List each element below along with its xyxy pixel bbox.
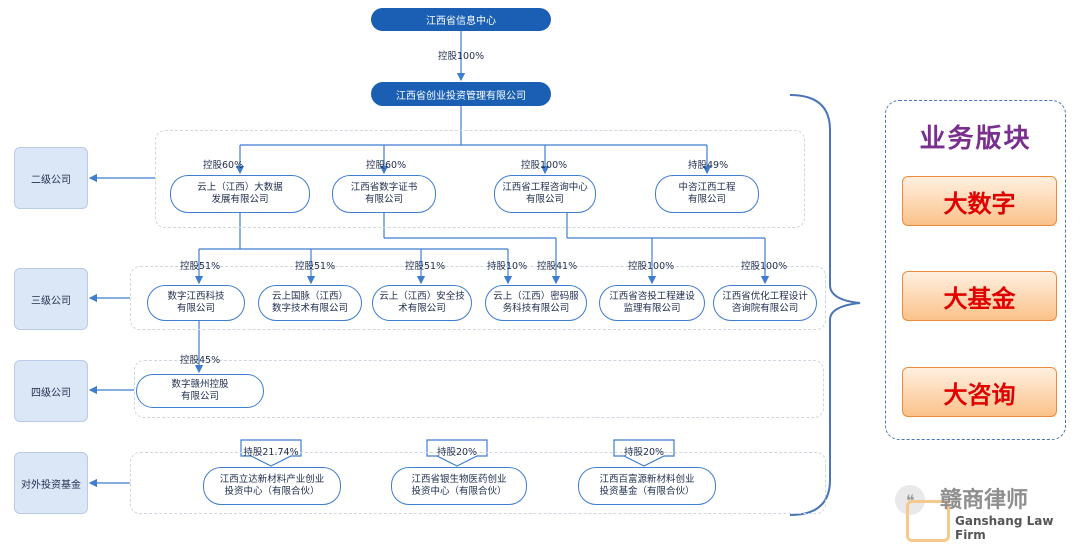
node-line1: 云上（江西）安全技 [379, 291, 465, 302]
node-line2: 术有限公司 [398, 303, 446, 314]
l3-stake-6: 控股100% [741, 261, 788, 272]
fund-group [130, 452, 826, 514]
level-l4-badge: 四级公司 [14, 360, 88, 422]
node-line1: 云上国脉（江西） [271, 291, 348, 302]
l3-node-2[interactable]: 云上国脉（江西）数字技术有限公司 [258, 285, 362, 321]
l3-node-6[interactable]: 江西省优化工程设计咨询院有限公司 [713, 285, 817, 321]
node-line2: 务科技有限公司 [502, 303, 570, 314]
l3-stake-4b: 持股10% [487, 261, 528, 272]
level-l3-badge: 三级公司 [14, 268, 88, 330]
fund-node-3[interactable]: 江西百富源新材料创业投资基金（有限合伙） [578, 467, 716, 505]
fund-stake-1: 持股21.74% [243, 447, 299, 458]
node-line2: 有限公司 [525, 194, 564, 205]
level-l3-label: 三级公司 [31, 295, 71, 307]
fund-stake-3: 持股20% [623, 447, 665, 458]
segment-2[interactable]: 大基金 [902, 271, 1057, 321]
l3-node-1[interactable]: 数字江西科技有限公司 [147, 285, 245, 321]
l2-node-1[interactable]: 云上（江西）大数据发展有限公司 [170, 175, 310, 213]
logo-icon [906, 500, 950, 542]
node-line1: 江西省银生物医药创业 [411, 474, 507, 485]
l3-stake-1: 控股51% [180, 261, 221, 272]
node-line1: 江西百富源新材料创业 [599, 474, 695, 485]
segment-1[interactable]: 大数字 [902, 176, 1057, 226]
root-edge-label: 控股100% [438, 51, 485, 62]
l2-stake-4: 持股49% [688, 160, 729, 171]
segment-3[interactable]: 大咨询 [902, 367, 1057, 417]
l3-node-4[interactable]: 云上（江西）密码服务科技有限公司 [485, 285, 587, 321]
node-line2: 监理有限公司 [623, 303, 681, 314]
l2-stake-3: 控股100% [521, 160, 568, 171]
l3-node-3[interactable]: 云上（江西）安全技术有限公司 [372, 285, 472, 321]
holding-label: 江西省创业投资管理有限公司 [396, 90, 526, 102]
node-line1: 云上（江西）密码服 [493, 291, 579, 302]
node-line1: 中咨江西工程 [678, 182, 736, 193]
l2-node-3[interactable]: 江西省工程咨询中心有限公司 [494, 175, 596, 213]
node-line1: 数字江西科技 [167, 291, 225, 302]
l3-stake-4: 控股41% [537, 261, 578, 272]
l2-stake-2: 控股60% [366, 160, 407, 171]
level-l4-label: 四级公司 [31, 387, 71, 399]
l3-stake-3: 控股51% [405, 261, 446, 272]
l4-stake-1: 控股45% [180, 355, 221, 366]
node-line1: 江西省工程咨询中心 [502, 182, 588, 193]
root-node[interactable]: 江西省信息中心 [371, 8, 551, 31]
node-line2: 咨询院有限公司 [731, 303, 799, 314]
watermark-cn: 赣商律师 [940, 488, 1029, 513]
node-line2: 投资中心（有限合伙） [224, 486, 320, 497]
l3-group [130, 266, 826, 330]
root-label: 江西省信息中心 [426, 16, 496, 27]
l4-node-1[interactable]: 数字赣州控股有限公司 [136, 374, 264, 408]
node-line1: 江西省咨投工程建设 [609, 291, 695, 302]
l3-stake-5: 控股100% [628, 261, 675, 272]
l4-group [134, 360, 824, 418]
l3-stake-2: 控股51% [295, 261, 336, 272]
node-line2: 数字技术有限公司 [271, 303, 348, 314]
l2-group [155, 130, 805, 228]
node-line2: 有限公司 [176, 303, 215, 314]
fund-node-1[interactable]: 江西立达新材料产业创业投资中心（有限合伙） [203, 467, 341, 505]
holding-node[interactable]: 江西省创业投资管理有限公司 [371, 82, 551, 106]
node-line2: 有限公司 [687, 194, 726, 205]
node-line1: 数字赣州控股 [171, 379, 229, 390]
node-line1: 云上（江西）大数据 [197, 182, 283, 193]
level-fund-label: 对外投资基金 [21, 479, 81, 491]
l2-stake-1: 控股60% [203, 160, 244, 171]
node-line2: 投资基金（有限合伙） [599, 486, 695, 497]
level-l2-label: 二级公司 [31, 174, 71, 186]
node-line1: 江西省优化工程设计 [722, 291, 808, 302]
business-panel [885, 100, 1066, 440]
node-line2: 有限公司 [364, 194, 403, 205]
l2-node-2[interactable]: 江西省数字证书有限公司 [332, 175, 436, 213]
node-line2: 投资中心（有限合伙） [411, 486, 507, 497]
level-l2-badge: 二级公司 [14, 147, 88, 209]
watermark-en: Ganshang Law Firm [955, 514, 1054, 542]
level-fund-badge: 对外投资基金 [14, 452, 88, 514]
fund-stake-2: 持股20% [436, 447, 478, 458]
node-line1: 江西省数字证书 [350, 182, 418, 193]
l3-node-5[interactable]: 江西省咨投工程建设监理有限公司 [599, 285, 705, 321]
fund-node-2[interactable]: 江西省银生物医药创业投资中心（有限合伙） [391, 467, 527, 505]
business-title: 业务版块 [919, 124, 1032, 154]
node-line1: 江西立达新材料产业创业 [219, 474, 325, 485]
node-line2: 有限公司 [180, 391, 219, 402]
node-line2: 发展有限公司 [211, 194, 269, 205]
l2-node-4[interactable]: 中咨江西工程有限公司 [655, 175, 759, 213]
